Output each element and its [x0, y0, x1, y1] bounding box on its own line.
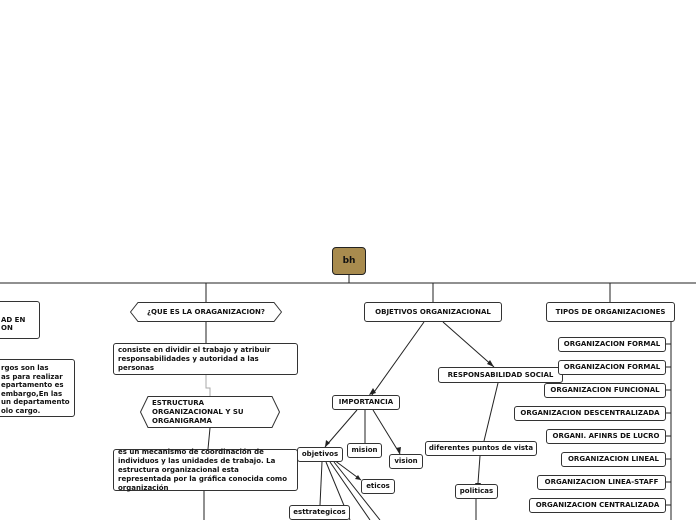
puntos-de-vista-node[interactable]: diferentes puntos de vista [425, 441, 537, 456]
tipo-organizacion-item[interactable]: ORGANIZACION FUNCIONAL [544, 383, 666, 398]
importancia-node[interactable]: IMPORTANCIA [332, 395, 400, 410]
left-partial-title-line: AD EN [1, 316, 26, 324]
estructura-label: ESTRUCTURA ORGANIZACIONAL Y SU ORGANIGRA… [152, 398, 244, 425]
tipo-organizacion-item[interactable]: ORGANIZACION LINEAL [561, 452, 666, 467]
left-partial-text-line: as para realizar [1, 372, 63, 381]
mision-node[interactable]: mision [347, 443, 382, 458]
vision-node[interactable]: vision [389, 454, 423, 469]
root-node[interactable]: bh [332, 247, 366, 275]
responsabilidad-social-node[interactable]: RESPONSABILIDAD SOCIAL [438, 367, 563, 383]
tipo-organizacion-item[interactable]: ORGANIZACION FORMAL [558, 360, 666, 375]
tipo-organizacion-item[interactable]: ORGANI. AFINRS DE LUCRO [546, 429, 666, 444]
arrowhead [369, 388, 376, 395]
politicas-node[interactable]: politicas [455, 484, 498, 499]
mecanismo-node[interactable]: es un mecanismo de coordinación de indiv… [113, 448, 298, 492]
arrowhead [396, 447, 401, 454]
tipo-organizacion-item[interactable]: ORGANIZACION CENTRALIZADA [529, 498, 666, 513]
que-es-label: ¿QUE ES LA ORAGANIZACION? [147, 307, 265, 316]
arrowhead [355, 475, 361, 480]
left-partial-title-node[interactable]: AD EN ON [0, 301, 40, 339]
left-partial-text-node[interactable]: rgos son las as para realizar epartament… [0, 359, 75, 417]
left-partial-text-line: olo cargo. [1, 406, 41, 415]
estructura-node[interactable]: ESTRUCTURA ORGANIZACIONAL Y SU ORGANIGRA… [140, 396, 280, 428]
estrategicos-node[interactable]: esttrategicos [289, 505, 350, 520]
left-partial-text-line: epartamento es [1, 381, 64, 389]
tipo-organizacion-item[interactable]: ORGANIZACION LINEA-STAFF [537, 475, 666, 490]
left-partial-text-line: embargo,En las [1, 389, 63, 398]
hexagon-shape [140, 396, 280, 428]
left-partial-title-line: ON [1, 324, 13, 332]
tipo-organizacion-item[interactable]: ORGANIZACION FORMAL [558, 337, 666, 352]
left-partial-text-line: un departamento [1, 398, 70, 406]
arrowhead [487, 360, 494, 367]
tipos-organizaciones-node[interactable]: TIPOS DE ORGANIZACIONES [546, 302, 675, 322]
arrowhead [325, 440, 330, 447]
objetivos-organizacional-node[interactable]: OBJETIVOS ORGANIZACIONAL [364, 302, 502, 322]
left-partial-text-line: rgos son las [1, 364, 49, 372]
que-es-definition-node[interactable]: consiste en dividir el trabajo y atribui… [113, 343, 298, 375]
hexagon-shape [130, 302, 282, 322]
tipo-organizacion-item[interactable]: ORGANIZACION DESCENTRALIZADA [514, 406, 666, 421]
que-es-node[interactable]: ¿QUE ES LA ORAGANIZACION? [130, 302, 282, 322]
eticos-node[interactable]: eticos [361, 479, 395, 494]
objetivos-node[interactable]: objetivos [297, 447, 343, 462]
